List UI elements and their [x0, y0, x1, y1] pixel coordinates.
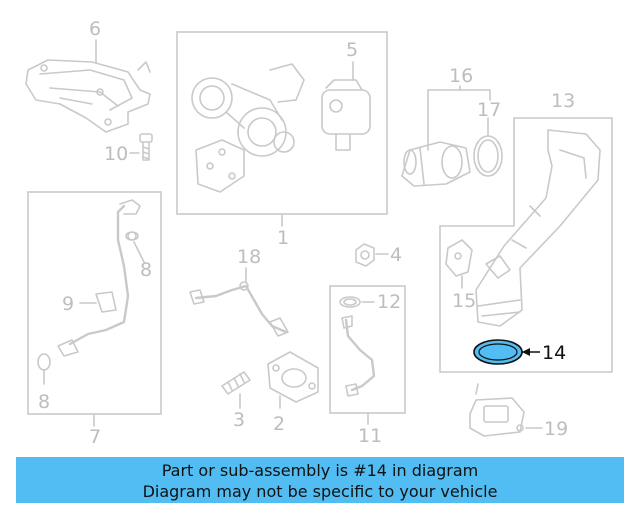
label-19: 19 — [544, 418, 568, 440]
label-8-upper: 8 — [140, 259, 152, 281]
box-part-13 — [439, 117, 613, 373]
part-4-nut — [355, 243, 389, 267]
label-12: 12 — [377, 291, 401, 313]
label-5: 5 — [346, 39, 358, 61]
part-1-turbocharger — [191, 63, 305, 227]
label-6: 6 — [89, 18, 101, 40]
part-11-coolant-line — [339, 296, 376, 425]
label-7: 7 — [89, 426, 101, 448]
label-14: 14 — [542, 342, 566, 364]
label-1: 1 — [277, 227, 289, 249]
part-17-seal-ring — [473, 117, 503, 177]
banner-line-1: Part or sub-assembly is #14 in diagram — [161, 461, 479, 480]
part-6-heat-shield — [25, 39, 151, 133]
part-13-intake-hose — [475, 129, 601, 327]
part-15-bracket — [445, 239, 473, 289]
label-4: 4 — [390, 244, 402, 266]
label-18: 18 — [237, 246, 261, 268]
part-14-gasket-highlighted — [473, 339, 540, 365]
label-15: 15 — [452, 290, 476, 312]
banner-line-2: Diagram may not be specific to your vehi… — [142, 482, 498, 501]
part-2-gasket-plate — [267, 351, 319, 409]
part-16-pipe-connector — [401, 85, 491, 187]
part-5-actuator — [321, 61, 371, 151]
label-16: 16 — [449, 65, 473, 87]
part-7-oil-line — [37, 199, 145, 427]
label-11: 11 — [358, 425, 382, 447]
part-18-line — [189, 267, 289, 337]
part-10-bolt — [129, 133, 153, 161]
label-13: 13 — [551, 90, 575, 112]
label-17: 17 — [477, 99, 501, 121]
part-19-bracket — [469, 383, 543, 437]
label-3: 3 — [233, 409, 245, 431]
part-3-stud — [221, 371, 251, 409]
label-2: 2 — [273, 413, 285, 435]
label-10: 10 — [104, 143, 128, 165]
label-8-lower: 8 — [38, 391, 50, 413]
info-banner: Part or sub-assembly is #14 in diagram D… — [16, 457, 624, 503]
label-9: 9 — [62, 293, 74, 315]
